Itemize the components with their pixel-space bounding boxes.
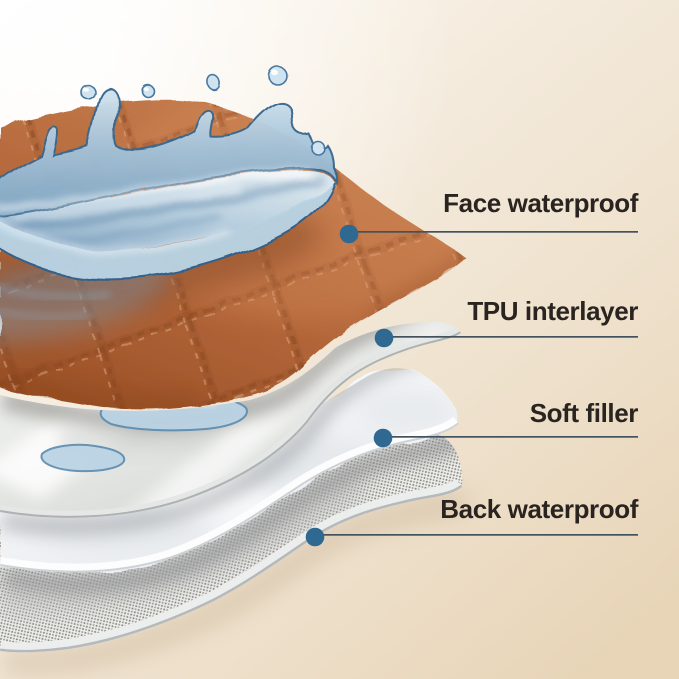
water-splash <box>0 65 338 281</box>
callout-dot-tpu-interlayer <box>374 328 394 348</box>
water-droplets <box>80 65 326 156</box>
label-soft-filler: Soft filler <box>529 398 639 428</box>
callout-dot-soft-filler <box>373 428 393 448</box>
label-tpu-interlayer: TPU interlayer <box>467 296 638 326</box>
callout-dot-face-waterproof <box>339 224 359 244</box>
leader-line-face-waterproof <box>349 231 638 233</box>
leader-line-back-waterproof <box>315 534 638 536</box>
label-face-waterproof: Face waterproof <box>443 188 638 218</box>
leader-line-soft-filler <box>383 436 638 438</box>
callouts <box>305 224 638 547</box>
label-back-waterproof: Back waterproof <box>440 494 638 524</box>
leader-line-tpu-interlayer <box>384 336 638 338</box>
stack-shadow <box>2 487 473 674</box>
back-waterproof-layer <box>0 430 463 653</box>
callout-dot-back-waterproof <box>305 527 325 547</box>
